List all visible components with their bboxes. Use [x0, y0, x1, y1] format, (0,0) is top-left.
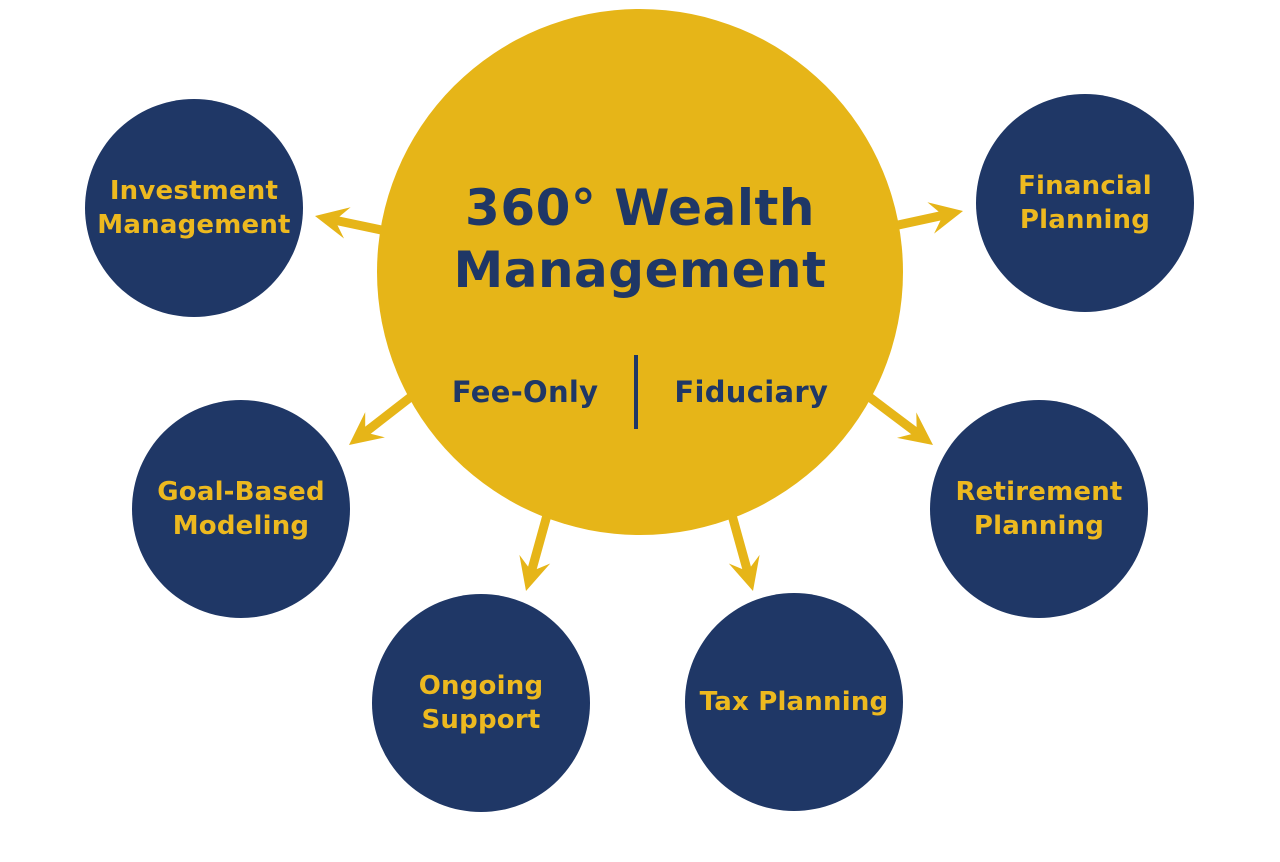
arrow-to-tax-planning-icon — [725, 506, 760, 591]
center-title: 360° Wealth Management — [377, 177, 903, 301]
satellite-label-investment-management: Investment Management — [97, 174, 290, 242]
tagline-divider — [634, 355, 639, 429]
satellite-label-line: Management — [97, 210, 291, 240]
satellite-label-line: Planning — [1019, 205, 1151, 235]
satellite-label-line: Support — [421, 705, 541, 735]
tagline-fiduciary: Fiduciary — [674, 375, 829, 409]
satellite-label-line: Investment — [109, 176, 279, 206]
center-title-line2: Management — [453, 241, 827, 299]
satellite-label-line: Goal-Based — [157, 477, 325, 507]
satellite-label-tax-planning: Tax Planning — [700, 685, 889, 719]
arrow-to-retirement-planning-icon — [865, 392, 933, 445]
satellite-label-line: Planning — [973, 511, 1105, 541]
satellite-circle-retirement-planning: Retirement Planning — [930, 400, 1148, 618]
tagline-fee-only: Fee-Only — [451, 375, 599, 409]
center-title-line1: 360° Wealth — [465, 179, 815, 237]
satellite-label-line: Modeling — [172, 511, 310, 541]
satellite-label-line: Ongoing — [418, 671, 544, 701]
satellite-label-goal-based-modeling: Goal-Based Modeling — [157, 475, 325, 543]
satellite-circle-financial-planning: Financial Planning — [976, 94, 1194, 312]
satellite-circle-tax-planning: Tax Planning — [685, 593, 903, 811]
satellite-label-line: Tax Planning — [699, 687, 889, 717]
satellite-circle-ongoing-support: Ongoing Support — [372, 594, 590, 812]
center-circle: 360° Wealth Management Fee-Only Fiduciar… — [377, 9, 903, 535]
arrow-to-goal-based-modeling-icon — [349, 392, 415, 445]
satellite-circle-investment-management: Investment Management — [85, 99, 303, 317]
satellite-label-line: Retirement — [955, 477, 1123, 507]
arrow-to-ongoing-support-icon — [519, 506, 554, 591]
satellite-label-financial-planning: Financial Planning — [1018, 169, 1152, 237]
satellite-label-ongoing-support: Ongoing Support — [419, 669, 544, 737]
satellite-label-retirement-planning: Retirement Planning — [955, 475, 1122, 543]
tagline-row: Fee-Only Fiduciary — [377, 353, 903, 431]
satellite-circle-goal-based-modeling: Goal-Based Modeling — [132, 400, 350, 618]
satellite-label-line: Financial — [1018, 171, 1152, 201]
